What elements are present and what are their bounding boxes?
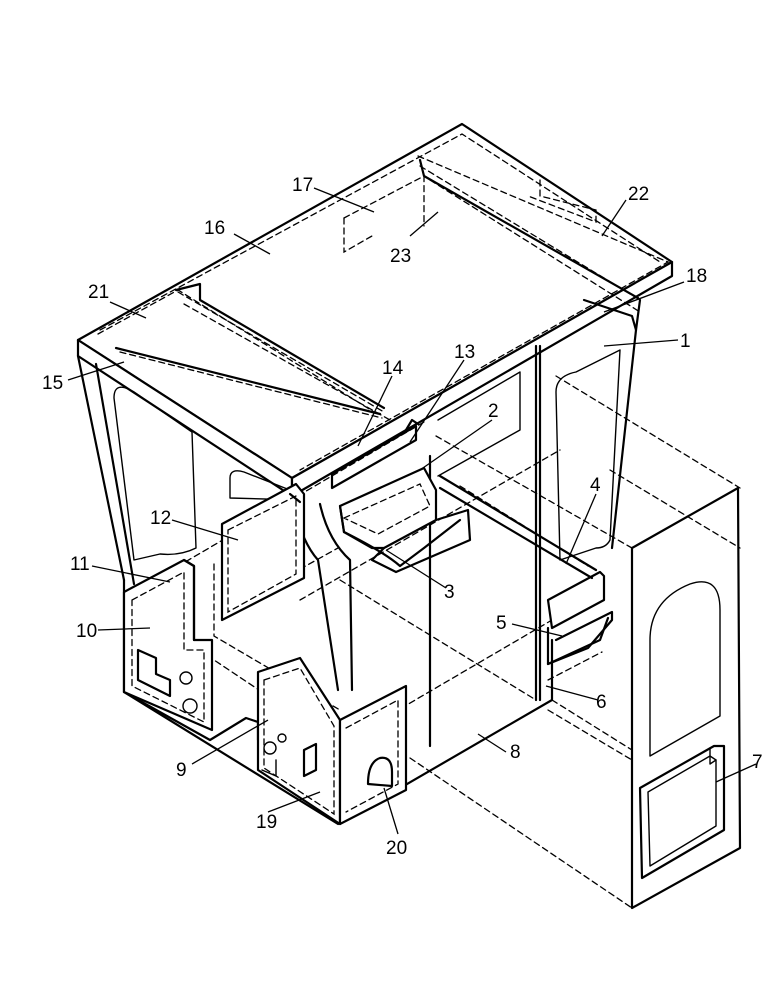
callout-2: 2 — [488, 401, 499, 422]
callout-22: 22 — [628, 184, 649, 205]
callout-12: 12 — [150, 508, 171, 529]
callout-7: 7 — [752, 752, 763, 773]
shelf-part-4-5-6 — [438, 474, 614, 681]
callout-1: 1 — [680, 331, 691, 352]
callout-19: 19 — [256, 812, 277, 833]
callout-20: 20 — [386, 838, 407, 859]
callout-21: 21 — [88, 282, 109, 303]
callout-17: 17 — [292, 175, 313, 196]
callout-11: 11 — [70, 554, 90, 575]
callout-14: 14 — [382, 358, 404, 379]
roof-assembly — [76, 122, 674, 498]
callout-13: 13 — [454, 342, 475, 363]
callout-6: 6 — [596, 692, 607, 713]
callout-3: 3 — [444, 582, 455, 603]
callout-16: 16 — [204, 218, 225, 239]
callout-18: 18 — [686, 266, 707, 287]
projection-lines — [339, 375, 741, 909]
panel-part-12 — [220, 482, 306, 622]
callout-leaders — [67, 187, 757, 835]
callout-23: 23 — [390, 246, 411, 267]
box-part-10-11 — [122, 558, 214, 732]
side-panel-part-7 — [630, 486, 742, 910]
callout-5: 5 — [496, 613, 507, 634]
callout-9: 9 — [176, 760, 187, 781]
callout-15: 15 — [42, 373, 63, 394]
callout-labels: 1 2 3 4 5 6 7 8 9 10 11 12 13 14 15 16 1… — [42, 175, 763, 859]
callout-4: 4 — [590, 475, 601, 496]
callout-10: 10 — [76, 621, 97, 642]
box-part-9-19-20 — [256, 656, 408, 826]
console-part-2-3 — [338, 466, 472, 574]
callout-8: 8 — [510, 742, 521, 763]
